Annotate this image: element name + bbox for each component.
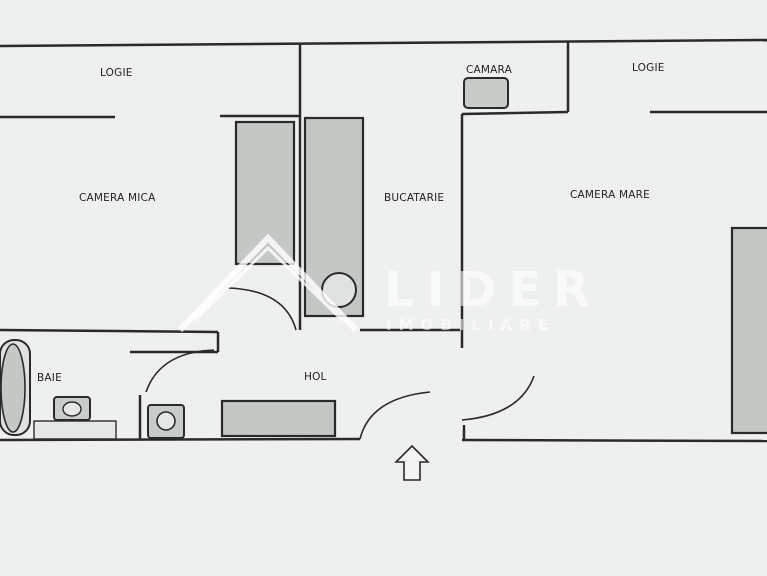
house-roof-logo — [177, 233, 359, 333]
camara-shelf — [463, 77, 509, 109]
washing-machine-drum-icon — [156, 411, 176, 431]
bathtub-basin — [0, 343, 26, 433]
camara-walls — [460, 42, 570, 348]
room-label-logie-right: LOGIE — [632, 62, 665, 74]
house-roof-inner-logo — [193, 245, 344, 322]
arrow-up-icon — [394, 444, 430, 481]
room-label-camera-mica: CAMERA MICA — [79, 192, 156, 204]
baie-hol-walls — [130, 350, 218, 440]
room-label-hol: HOL — [304, 371, 327, 383]
room-label-baie: BAIE — [37, 372, 62, 384]
doors — [145, 287, 535, 440]
wall-camera-mica-bottom — [0, 328, 460, 352]
watermark: LIDER IMOBILIARE — [177, 233, 602, 334]
room-label-bucatarie: BUCATARIE — [384, 192, 444, 204]
room-label-camara: CAMARA — [466, 64, 513, 76]
hol-cabinet — [220, 399, 337, 438]
logie-left-wall — [0, 114, 300, 119]
baie-counter — [33, 420, 117, 440]
outer-walls — [0, 38, 767, 443]
room-label-camera-mare: CAMERA MARE — [570, 189, 650, 201]
kitchen-sink — [321, 272, 357, 308]
room-label-logie-left: LOGIE — [100, 67, 133, 79]
sink-bowl-icon — [62, 401, 82, 417]
wardrobe-camera-mare — [730, 226, 767, 435]
watermark-brand: LIDER — [384, 262, 602, 318]
watermark-tagline: IMOBILIARE — [386, 316, 555, 334]
